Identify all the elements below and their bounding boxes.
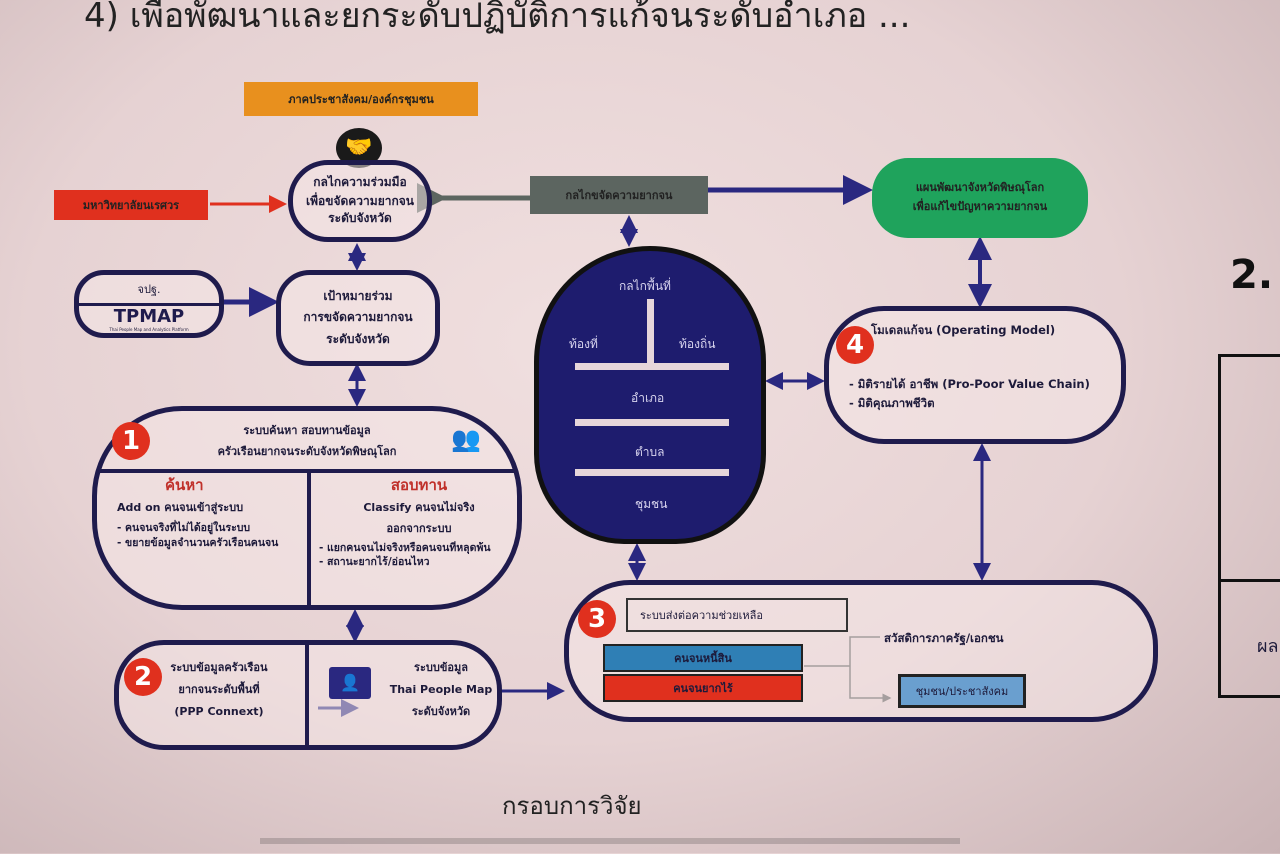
system2-right: ระดับจังหวัด	[411, 705, 471, 718]
goal-line: เป้าหมายร่วม	[323, 288, 393, 303]
area-district: อำเภอ	[631, 391, 665, 405]
operating-model: โมเดลแก้จน (Operating Model) - มิติรายได…	[824, 306, 1126, 444]
cooperation-mechanism: กลไกความร่วมมือ เพื่อขจัดความยากจน ระดับ…	[288, 160, 432, 242]
debt-poor-box: คนจนหนี้สิน	[603, 644, 803, 672]
side-table: ผล	[1218, 354, 1280, 698]
verify-sub: Classify คนจนไม่จริง	[363, 501, 475, 514]
community-box: ชุมชน/ประชาสังคม	[898, 674, 1026, 708]
jpt-label: จปฐ.	[137, 283, 161, 296]
search-sub: Add on คนจนเข้าสู่ระบบ	[117, 501, 244, 514]
system1-title: ระบบค้นหา สอบทานข้อมูล	[243, 424, 371, 437]
cooperation-line: เพื่อขจัดความยากจน	[306, 193, 414, 208]
bottom-heading-fragment	[260, 838, 960, 854]
side-table-cell: ผล	[1257, 636, 1279, 657]
verify-sub2: ออกจากระบบ	[386, 522, 452, 536]
search-panel: ค้นหา Add on คนจนเข้าสู่ระบบ - คนจนจริงท…	[117, 475, 303, 551]
civil-society-box: ภาคประชาสังคม/องค์กรชุมชน	[244, 82, 478, 116]
step-3-badge: 3	[578, 600, 616, 638]
plan-line: แผนพัฒนาจังหวัดพิษณุโลก	[915, 181, 1045, 195]
search-title: ค้นหา	[165, 476, 204, 494]
system2-left: ระบบข้อมูลครัวเรือน	[170, 661, 268, 674]
referral-title: ระบบส่งต่อความช่วยเหลือ	[626, 598, 848, 632]
plan-line: เพื่อแก้ไขปัญหาความยากจน	[912, 200, 1048, 213]
goal-line: ระดับจังหวัด	[326, 331, 390, 346]
area-right: ท้องถิ่น	[679, 337, 716, 351]
verify-item: - แยกคนจนไม่จริงหรือคนจนที่หลุดพ้น	[319, 541, 491, 554]
verify-title: สอบทาน	[390, 476, 448, 494]
page-heading: 4) เพื่อพัฒนาและยกระดับปฏิบัติการแก้จนระ…	[84, 0, 911, 36]
step-4-badge: 4	[836, 326, 874, 364]
search-verify-system: ระบบค้นหา สอบทานข้อมูล ครัวเรือนยากจนระด…	[92, 406, 522, 610]
model-title: โมเดลแก้จน (Operating Model)	[871, 323, 1056, 337]
system2-left: (PPP Connext)	[174, 705, 264, 718]
area-left: ท้องที่	[569, 337, 598, 351]
step-2-badge: 2	[124, 658, 162, 696]
cooperation-line: กลไกความร่วมมือ	[313, 175, 407, 190]
welfare-label: สวัสดิการภาครัฐ/เอกชน	[884, 631, 1004, 645]
household-data-system: ระบบข้อมูลครัวเรือน ยากจนระดับพื้นที่ (P…	[114, 640, 502, 750]
tpmap-logo: TPMAP	[113, 306, 185, 328]
area-subdistrict: ตำบล	[635, 445, 665, 459]
provincial-plan-box: แผนพัฒนาจังหวัดพิษณุโลก เพื่อแก้ไขปัญหาค…	[872, 158, 1088, 238]
system2-right: ระบบข้อมูล	[414, 661, 468, 674]
poverty-mechanism-box: กลไกขจัดความยากจน	[530, 176, 708, 214]
search-item: - คนจนจริงที่ไม่ได้อยู่ในระบบ	[117, 522, 251, 535]
model-item: - มิติรายได้ อาชีพ (Pro-Poor Value Chain…	[849, 376, 1090, 391]
id-card-icon: 👤	[329, 667, 371, 699]
system1-title: ครัวเรือนยากจนระดับจังหวัดพิษณุโลก	[217, 445, 397, 459]
cooperation-line: ระดับจังหวัด	[328, 211, 392, 226]
tpmap-box: จปฐ. TPMAP Thai People Map and Analytics…	[74, 270, 224, 338]
people-group-icon: 👥	[451, 425, 481, 453]
tpmap-subtitle: Thai People Map and Analytics Platform	[109, 326, 189, 332]
verify-panel: สอบทาน Classify คนจนไม่จริง ออกจากระบบ -…	[319, 475, 519, 570]
verify-item: - สถานะยากไร้/อ่อนไหว	[319, 556, 430, 569]
university-box: มหาวิทยาลัยนเรศวร	[54, 190, 208, 220]
shared-goal: เป้าหมายร่วม การขจัดความยากจน ระดับจังหว…	[276, 270, 440, 366]
area-community: ชุมชน	[635, 497, 668, 511]
thai-people-map: ระบบข้อมูล Thai People Map ระดับจังหวัด	[381, 657, 501, 723]
step-1-badge: 1	[112, 422, 150, 460]
research-framework-caption: กรอบการวิจัย	[502, 792, 642, 820]
system2-left: ยากจนระดับพื้นที่	[178, 683, 260, 696]
area-mechanism: กลไกพื้นที่ ท้องที่ ท้องถิ่น อำเภอ ตำบล …	[534, 246, 766, 544]
area-title: กลไกพื้นที่	[619, 279, 671, 293]
ppp-connext: ระบบข้อมูลครัวเรือน ยากจนระดับพื้นที่ (P…	[139, 657, 299, 723]
search-item: - ขยายข้อมูลจำนวนครัวเรือนคนจน	[117, 537, 279, 550]
goal-line: การขจัดความยากจน	[303, 310, 413, 325]
destitute-poor-box: คนจนยากไร้	[603, 674, 803, 702]
system2-right: Thai People Map	[389, 683, 493, 696]
model-item: - มิติคุณภาพชีวิต	[849, 396, 935, 411]
side-section-heading: 2.	[1230, 252, 1274, 298]
